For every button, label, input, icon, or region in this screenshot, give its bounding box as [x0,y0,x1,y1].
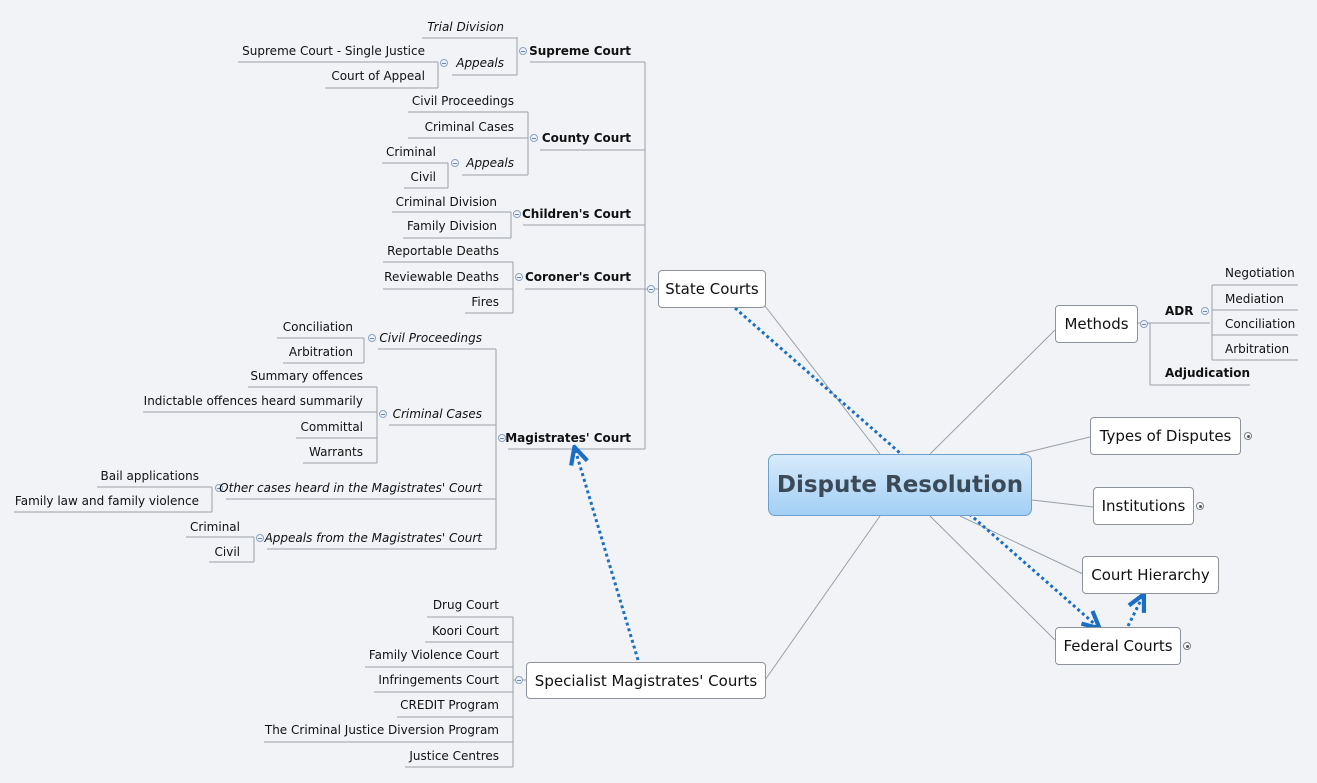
specialist-item[interactable]: Koori Court [431,624,499,638]
magistrates-criminal-label[interactable]: Criminal Cases [392,407,482,421]
methods-topic[interactable]: Methods [1055,305,1138,343]
magistrates-appeals-item[interactable]: Criminal [190,520,240,534]
collapse-toggle-icon[interactable] [513,210,521,218]
collapse-toggle-icon[interactable] [215,484,223,492]
court-hierarchy-topic[interactable]: Court Hierarchy [1082,556,1219,594]
supreme-appeals-item[interactable]: Court of Appeal [331,69,425,83]
collapse-toggle-icon[interactable] [647,285,655,293]
magistrates-criminal-item[interactable]: Warrants [308,445,363,459]
collapse-toggle-icon[interactable] [256,534,264,542]
state-courts-topic[interactable]: State Courts [658,270,766,308]
county-appeals-label[interactable]: Appeals [466,156,514,170]
types-of-disputes-topic[interactable]: Types of Disputes [1090,417,1241,455]
collapse-toggle-icon[interactable] [530,134,538,142]
coroners-court-item[interactable]: Reportable Deaths [387,244,499,258]
childrens-court-item[interactable]: Family Division [407,219,497,233]
federal-courts-topic[interactable]: Federal Courts [1055,627,1181,665]
supreme-appeals-label[interactable]: Appeals [456,56,504,70]
expand-toggle-icon[interactable] [1196,502,1204,510]
magistrates-civil-item[interactable]: Arbitration [288,345,353,359]
magistrates-appeals-label[interactable]: Appeals from the Magistrates' Court [264,531,482,545]
specialist-item[interactable]: CREDIT Program [400,698,499,712]
magistrates-other-label[interactable]: Other cases heard in the Magistrates' Co… [219,481,482,495]
coroners-court-item[interactable]: Reviewable Deaths [384,270,499,284]
collapse-toggle-icon[interactable] [1201,307,1209,315]
magistrates-other-item[interactable]: Family law and family violence [14,494,199,508]
magistrates-criminal-item[interactable]: Indictable offences heard summarily [143,394,363,408]
specialist-item[interactable]: Infringements Court [378,673,499,687]
magistrates-appeals-item[interactable]: Civil [214,545,240,559]
specialist-item[interactable]: Family Violence Court [368,648,499,662]
collapse-toggle-icon[interactable] [440,59,448,67]
adr-item[interactable]: Negotiation [1225,266,1295,280]
adr-label[interactable]: ADR [1165,304,1194,318]
collapse-toggle-icon[interactable] [515,273,523,281]
coroners-court-label[interactable]: Coroner's Court [524,270,631,284]
coroners-court-item[interactable]: Fires [471,295,499,309]
adr-item[interactable]: Mediation [1225,292,1285,306]
magistrates-criminal-item[interactable]: Committal [300,420,363,434]
county-court-label[interactable]: County Court [541,131,631,145]
adr-item[interactable]: Conciliation [1225,317,1296,331]
supreme-court-label[interactable]: Supreme Court [529,44,631,58]
specialist-item[interactable]: The Criminal Justice Diversion Program [264,723,499,737]
collapse-toggle-icon[interactable] [379,410,387,418]
collapse-toggle-icon[interactable] [515,676,523,684]
childrens-court-item[interactable]: Criminal Division [395,195,497,209]
collapse-toggle-icon[interactable] [1140,320,1148,328]
magistrates-civil-item[interactable]: Conciliation [282,320,353,334]
specialist-item[interactable]: Justice Centres [409,749,499,763]
supreme-appeals-item[interactable]: Supreme Court - Single Justice [242,44,425,58]
institutions-topic[interactable]: Institutions [1093,487,1194,525]
specialist-courts-topic[interactable]: Specialist Magistrates' Courts [526,662,766,699]
magistrates-other-item[interactable]: Bail applications [100,469,199,483]
collapse-toggle-icon[interactable] [519,47,527,55]
magistrates-civil-label[interactable]: Civil Proceedings [379,331,482,345]
adr-item[interactable]: Arbitration [1225,342,1290,356]
central-topic[interactable]: Dispute Resolution [768,454,1032,516]
magistrates-court-label[interactable]: Magistrates' Court [505,431,631,445]
collapse-toggle-icon[interactable] [368,334,376,342]
expand-toggle-icon[interactable] [1244,432,1252,440]
supreme-trial-division-label[interactable]: Trial Division [427,20,504,34]
collapse-toggle-icon[interactable] [498,434,506,442]
childrens-court-label[interactable]: Children's Court [521,207,631,221]
magistrates-criminal-item[interactable]: Summary offences [250,369,363,383]
county-appeals-item[interactable]: Civil [410,170,436,184]
expand-toggle-icon[interactable] [1183,642,1191,650]
collapse-toggle-icon[interactable] [451,159,459,167]
specialist-item[interactable]: Drug Court [432,598,499,612]
county-appeals-item[interactable]: Criminal [386,145,436,159]
county-court-item[interactable]: Civil Proceedings [411,94,514,108]
county-court-item[interactable]: Criminal Cases [424,120,514,134]
adjudication-label[interactable]: Adjudication [1165,366,1251,380]
